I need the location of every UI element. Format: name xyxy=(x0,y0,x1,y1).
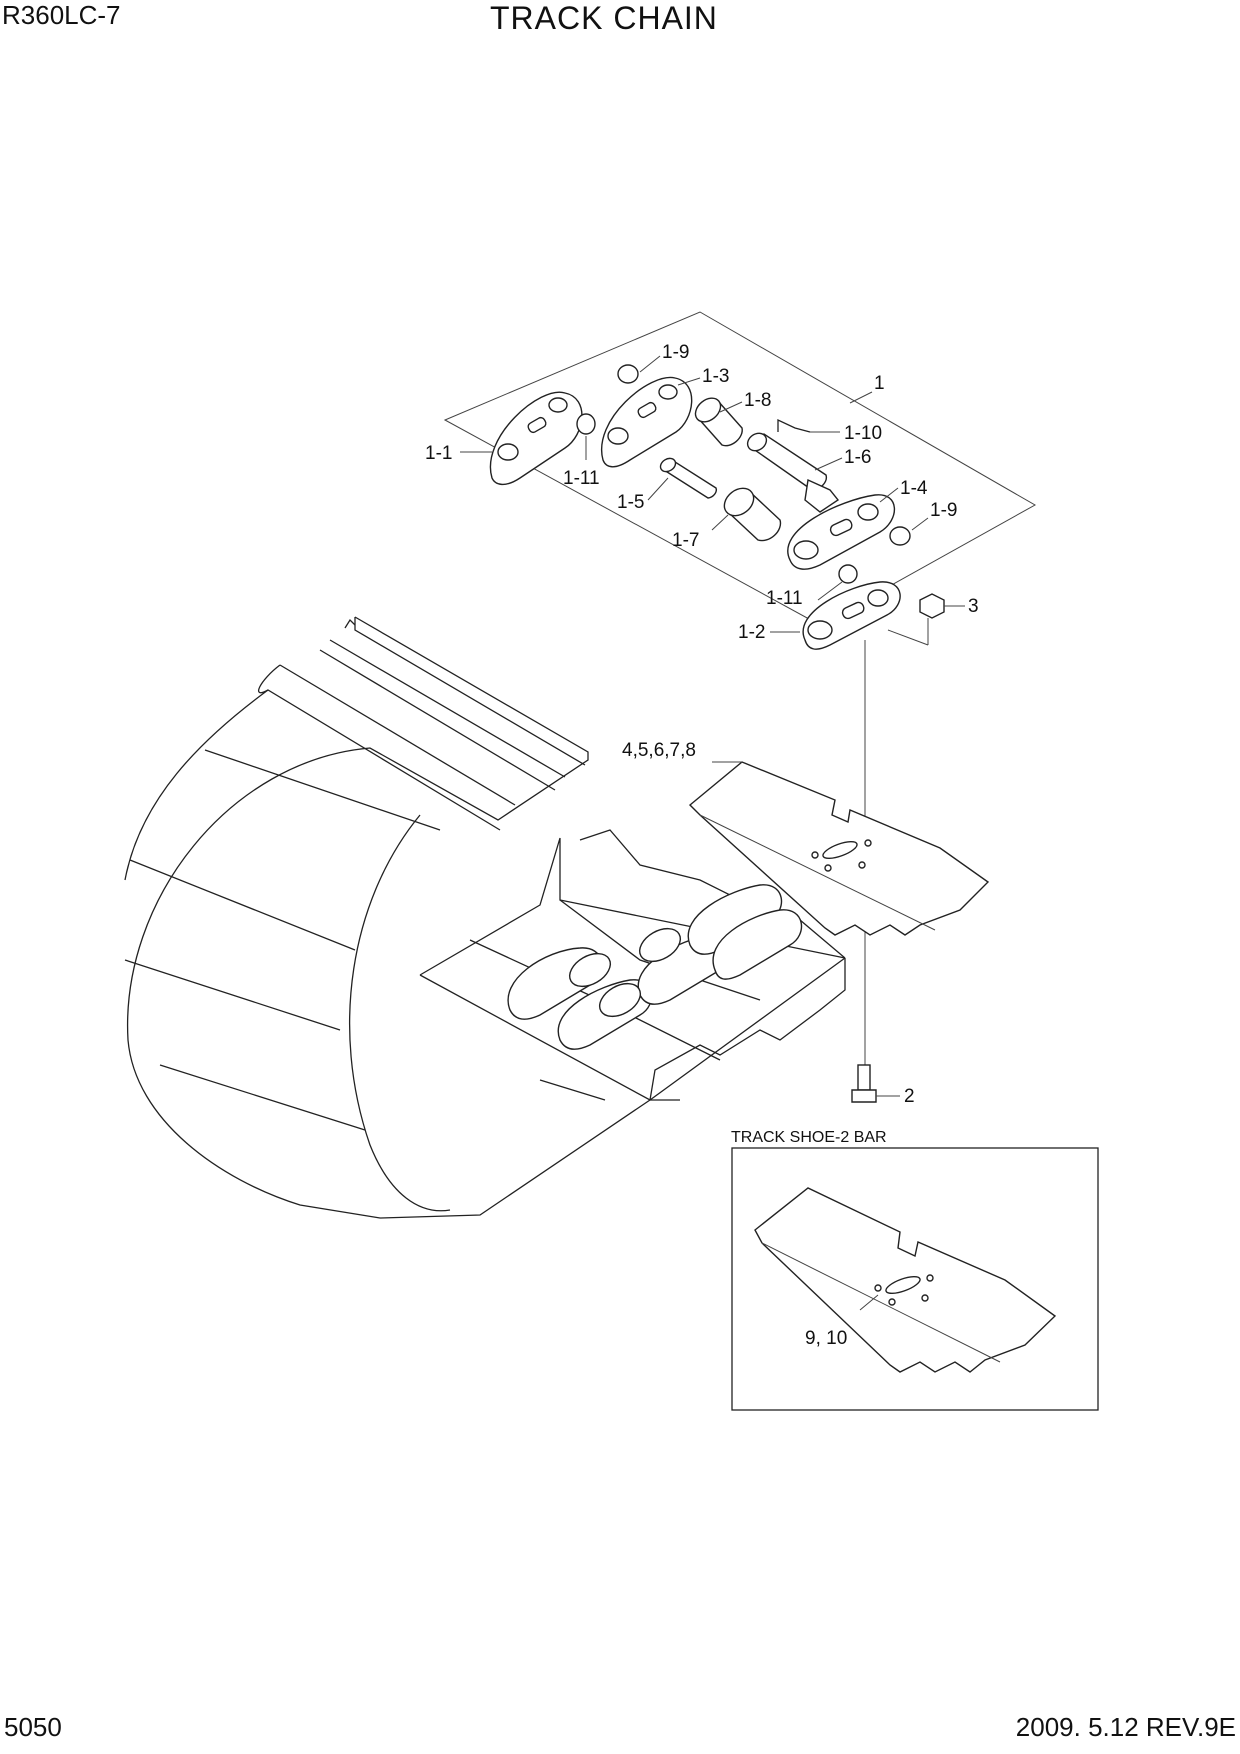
callout-1-3: 1-3 xyxy=(702,366,729,387)
seal-1-9-right-part xyxy=(889,526,911,546)
link-1-1-part xyxy=(489,391,583,486)
callout-1-11-lower: 1-11 xyxy=(766,588,803,609)
track-shoe-2-bar-part xyxy=(754,1187,1057,1373)
page-title: TRACK CHAIN xyxy=(490,0,718,36)
model-number: R360LC-7 xyxy=(2,0,121,30)
seal-1-11-lower-part xyxy=(838,564,858,584)
pin-1-5-part xyxy=(659,457,718,499)
spring-pin-1-10-part xyxy=(777,418,811,433)
seal-1-9-top-part xyxy=(617,364,639,384)
callout-1-7: 1-7 xyxy=(672,530,699,551)
revision-date: 2009. 5.12 REV.9E xyxy=(1015,1712,1236,1742)
callout-1-11-top: 1-11 xyxy=(563,468,600,489)
callout-3: 3 xyxy=(968,596,979,617)
master-pin-1-6-part xyxy=(746,432,840,513)
callout-1-1: 1-1 xyxy=(425,443,452,464)
callout-1-10: 1-10 xyxy=(844,423,882,444)
callout-1-4: 1-4 xyxy=(900,478,928,499)
link-1-2-part xyxy=(802,581,901,650)
callout-1-5: 1-5 xyxy=(617,492,644,513)
assembled-track-part xyxy=(124,616,846,1219)
callout-1-9-top: 1-9 xyxy=(662,342,689,363)
inset-frame xyxy=(731,1147,1099,1411)
nut-3-part xyxy=(919,593,945,619)
bushing-1-7-part xyxy=(723,487,782,542)
bushing-1-8-part xyxy=(694,397,743,447)
callout-4-5-6-7-8: 4,5,6,7,8 xyxy=(622,740,696,761)
callout-1-9-right: 1-9 xyxy=(930,500,957,521)
callout-1-2: 1-2 xyxy=(738,622,765,643)
callout-1: 1 xyxy=(874,373,885,394)
inset-title: TRACK SHOE-2 BAR xyxy=(731,1129,887,1146)
track-shoe-part xyxy=(688,761,990,936)
callout-2: 2 xyxy=(904,1086,915,1107)
leader-lines xyxy=(460,355,965,1311)
callout-9-10: 9, 10 xyxy=(805,1328,847,1349)
page-number: 5050 xyxy=(4,1712,62,1742)
seal-1-11-top-part xyxy=(576,413,596,435)
callout-1-8: 1-8 xyxy=(744,390,771,411)
callout-1-6: 1-6 xyxy=(844,447,871,468)
link-1-4-part xyxy=(787,494,896,570)
assembly-frame xyxy=(443,311,1037,626)
link-1-3-part xyxy=(600,376,693,468)
bolt-2-part xyxy=(851,1064,877,1103)
